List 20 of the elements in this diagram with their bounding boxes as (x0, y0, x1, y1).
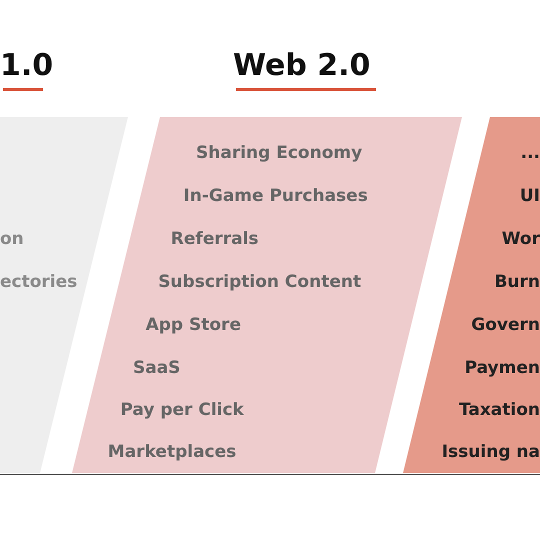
list-item: SaaS (133, 357, 180, 379)
list-item: Pay per Click (120, 399, 244, 421)
list-item: ... (520, 142, 540, 164)
column-heading: 1.0 (0, 47, 54, 85)
list-item: Burn (494, 271, 540, 293)
list-item: Issuing na (442, 441, 540, 463)
list-item: Referrals (170, 228, 259, 250)
list-item: Subscription Content (158, 271, 362, 293)
list-item: In-Game Purchases (183, 185, 368, 207)
list-item: UI (520, 185, 540, 207)
list-item: Govern (471, 314, 540, 336)
list-item: Sharing Economy (196, 142, 362, 164)
list-item: App Store (146, 314, 241, 336)
list-item: Paymen (464, 357, 540, 379)
list-item: Wor (502, 228, 540, 250)
column-heading: Web 2.0 (233, 47, 370, 85)
list-item: Taxation (458, 399, 540, 421)
list-item: on (0, 228, 24, 250)
list-item: ectories (0, 271, 78, 293)
list-item: Marketplaces (108, 441, 236, 463)
